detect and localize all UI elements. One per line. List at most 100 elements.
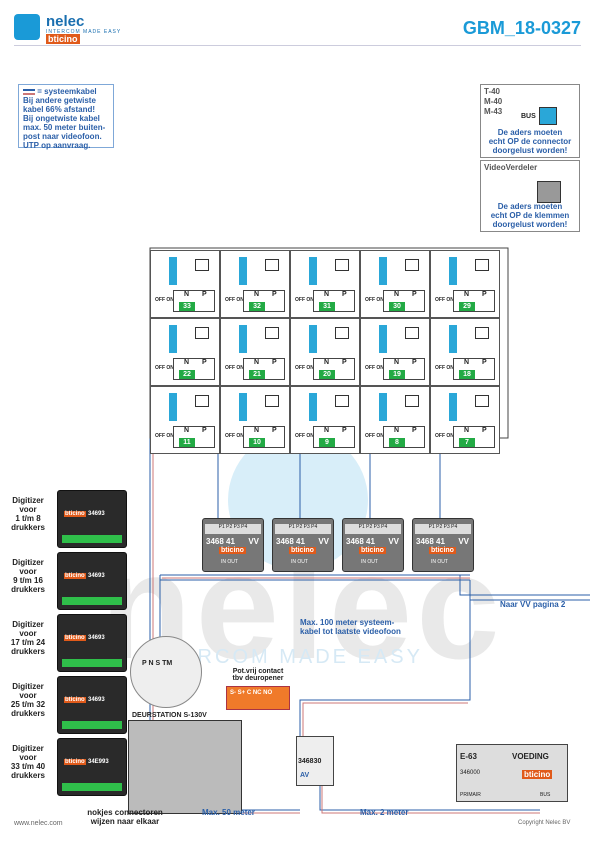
offon-label: OFF ON <box>295 297 314 303</box>
max50-annotation: Max. 50 meter <box>202 808 255 817</box>
np-n: N <box>464 427 470 434</box>
brand-name: nelec <box>46 13 85 30</box>
digitizer-label-line: voor <box>19 691 37 700</box>
annotation-line: Max. 100 meter systeem- <box>300 618 395 627</box>
connector-note-line: nokjes connectoren <box>87 808 163 817</box>
monitor-icon <box>335 327 349 339</box>
digitizer-label-line: drukkers <box>11 585 45 594</box>
terminal-strip-icon <box>449 393 457 421</box>
np-p: P <box>412 427 417 434</box>
vv-ports: P1 P2 P3 P4 <box>415 524 471 534</box>
np-n: N <box>254 359 260 366</box>
digitizer-brand: bticino <box>64 573 86 579</box>
model-label: M-43 <box>484 107 503 116</box>
np-p: P <box>202 427 207 434</box>
digitizer-label-line: Digitizer <box>12 682 44 691</box>
np-n: N <box>324 359 330 366</box>
np-n: N <box>464 291 470 298</box>
np-p: P <box>272 291 277 298</box>
power-model: E-63 <box>460 752 477 761</box>
power-code: 346000 <box>460 770 481 776</box>
contact-terminal <box>226 686 290 710</box>
info-message: De aders moeten <box>497 202 563 211</box>
cell-address: 29 <box>459 302 475 311</box>
digitizer-label-line: 17 t/m 24 <box>10 638 46 647</box>
vv-brand: bticino <box>359 547 386 554</box>
monitor-icon <box>335 259 349 271</box>
np-n: N <box>394 427 400 434</box>
np-p: P <box>342 359 347 366</box>
np-p: P <box>202 359 207 366</box>
terminal-strip-icon <box>309 325 317 353</box>
cell-address: 33 <box>179 302 195 311</box>
max2-annotation: Max. 2 meter <box>360 808 409 817</box>
offon-label: OFF ON <box>365 297 384 303</box>
cell-address: 9 <box>319 438 335 447</box>
monitor-icon <box>265 395 279 407</box>
monitor-icon <box>475 259 489 271</box>
cell-address: 7 <box>459 438 475 447</box>
bus-label: BUS <box>521 113 536 120</box>
header-divider <box>14 45 581 46</box>
offon-label: OFF ON <box>155 433 174 439</box>
system-cable-note: = systeemkabel Bij andere getwiste kabel… <box>18 84 114 150</box>
terminal-strip-icon <box>169 257 177 285</box>
brand-sub: INTERCOM MADE EASY <box>46 29 122 35</box>
document-id: GBM_18-0327 <box>462 18 581 38</box>
offon-label: OFF ON <box>365 365 384 371</box>
digitizer-terminal <box>62 659 122 667</box>
np-p: P <box>412 291 417 298</box>
vv-code: 3468 41 <box>416 537 445 546</box>
annotation-line: kabel tot laatste videofoon <box>300 627 401 636</box>
digitizer-terminal <box>62 721 122 729</box>
vv-code: 3468 41 <box>206 537 235 546</box>
offon-label: OFF ON <box>435 297 454 303</box>
cell-address: 30 <box>389 302 405 311</box>
terminal-strip-icon <box>239 257 247 285</box>
offon-label: OFF ON <box>155 365 174 371</box>
digitizer-label-line: 33 t/m 40 <box>10 762 46 771</box>
monitor-icon <box>195 395 209 407</box>
monitor-icon <box>405 259 419 271</box>
info-message: doorgelust worden! <box>492 146 568 155</box>
terminal-strip-icon <box>169 325 177 353</box>
vv-brand: bticino <box>219 547 246 554</box>
offon-label: OFF ON <box>295 433 314 439</box>
digitizer-label-line: voor <box>19 567 37 576</box>
offon-label: OFF ON <box>225 433 244 439</box>
note-line: post naar videofoon. <box>23 132 102 141</box>
monitor-icon <box>335 395 349 407</box>
digitizer-label-line: drukkers <box>11 523 45 532</box>
vv-brand: bticino <box>429 547 456 554</box>
digitizer-label-line: 1 t/m 8 <box>15 514 41 523</box>
vv-code: 3468 41 <box>276 537 305 546</box>
module-code: 346830 <box>298 758 322 765</box>
digitizer-code: 34E993 <box>88 759 109 765</box>
digitizer-code: 34693 <box>88 697 105 703</box>
power-prim: PRIMAIR <box>460 792 481 798</box>
power-bus: BUS <box>540 792 551 798</box>
copyright: Copyright Nelec BV <box>518 820 571 826</box>
terminal-strip-icon <box>449 257 457 285</box>
terminal-strip-icon <box>379 257 387 285</box>
vv-inout: IN OUT <box>291 559 308 565</box>
digitizer-label-line: drukkers <box>11 647 45 656</box>
bus-connector-icon <box>539 107 557 125</box>
np-p: P <box>482 359 487 366</box>
vv-brand: bticino <box>289 547 316 554</box>
digitizer-label-line: drukkers <box>11 771 45 780</box>
note-line: Bij ongetwiste kabel <box>23 114 100 123</box>
